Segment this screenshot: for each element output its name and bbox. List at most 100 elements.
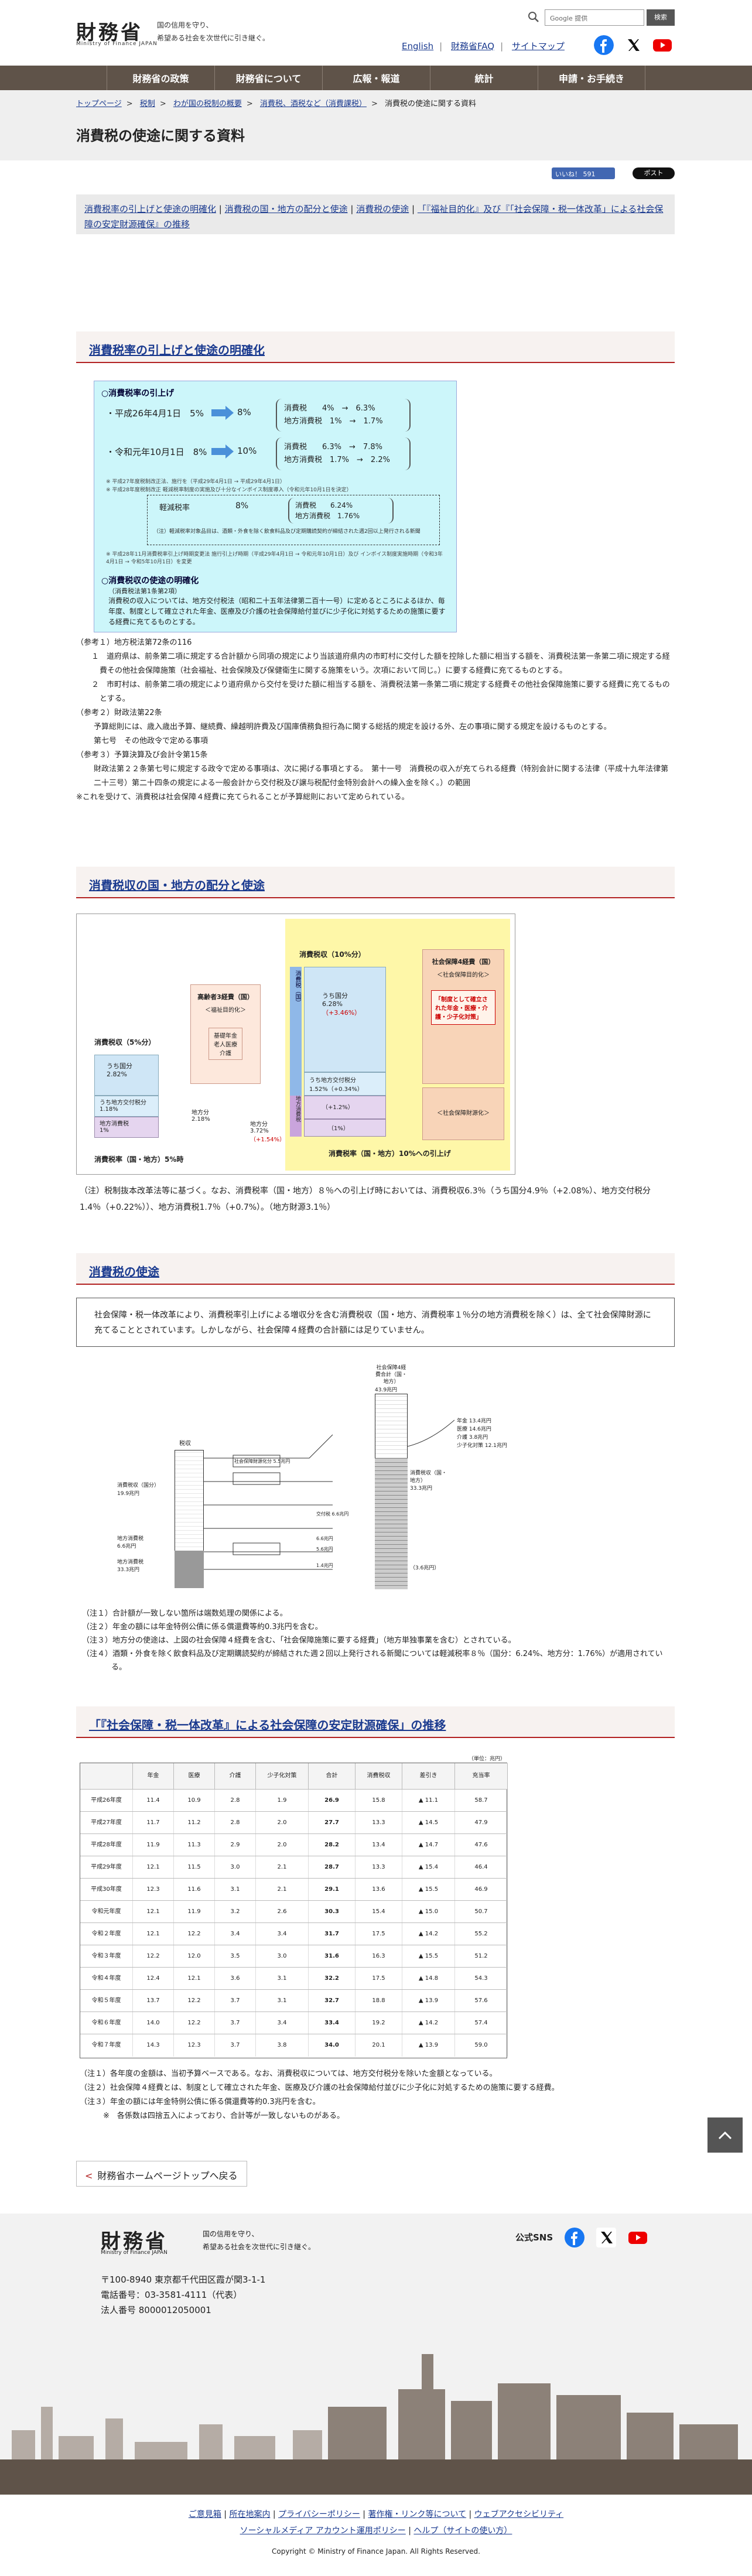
table-cell: 平成30年度	[80, 1879, 133, 1901]
table-cell: 12.1	[174, 1968, 215, 1990]
search-button[interactable]: 検索	[647, 9, 675, 26]
table-cell: 14.0	[133, 2012, 174, 2034]
table-cell: 33.4	[309, 2012, 356, 2034]
table-header-cell: 消費税収	[356, 1763, 402, 1789]
header-links: English| 財務省FAQ| サイトマップ	[402, 41, 565, 52]
footer-link[interactable]: ソーシャルメディア アカウント運用ポリシー	[240, 2526, 406, 2536]
table-cell: 18.8	[356, 1990, 402, 2012]
table-cell: 11.9	[174, 1901, 215, 1923]
table-cell: 3.0	[215, 1856, 256, 1879]
table-cell: 10.9	[174, 1790, 215, 1812]
sitemap-link[interactable]: サイトマップ	[511, 41, 565, 52]
section-heading-4: 「『社会保障・税一体改革』による社会保障の安定財源確保」の推移	[76, 1706, 675, 1738]
table-cell: 12.2	[174, 1990, 215, 2012]
table-cell: 34.0	[309, 2034, 356, 2057]
nav-policy[interactable]: 財務省の政策	[107, 66, 214, 90]
cityscape-illustration	[0, 2354, 752, 2495]
table-header-cell: 合計	[309, 1763, 356, 1789]
section4-notes: （注１）各年度の金額は、当初予算ベースである。なお、消費税収については、地方交付…	[80, 2069, 559, 2120]
facebook-icon[interactable]	[565, 2228, 584, 2247]
table-cell: 12.0	[174, 1945, 215, 1968]
aged-three-expenses: 高齢者3経費（国） ＜福祉目的化＞ 基礎年金 老人医療 介護	[190, 984, 261, 1084]
youtube-icon[interactable]	[628, 2228, 648, 2247]
section3-notes: （注１）合計額が一致しない箇所は端数処理の関係による。（注２）年金の額には年金特…	[82, 1609, 663, 1672]
table-cell: 3.8	[256, 2034, 309, 2057]
x-icon[interactable]	[596, 2228, 616, 2247]
section3-intro: 社会保障・税一体改革により、消費税率引上げによる増収分を含む消費税収（国・地方、…	[76, 1298, 675, 1347]
nav-pr[interactable]: 広報・報道	[322, 66, 430, 90]
breadcrumb-item[interactable]: トップページ	[76, 100, 122, 108]
usage-text: 消費税の収入については、地方交付税法（昭和二十五年法律第二百十一号）に定めるとこ…	[108, 597, 446, 626]
table-cell: 3.4	[215, 1923, 256, 1945]
table-cell: 2.0	[256, 1812, 309, 1834]
table-cell: 令和７年度	[80, 2034, 133, 2057]
toc-link[interactable]: 消費税率の引上げと使途の明確化	[84, 204, 217, 214]
search-icon	[528, 12, 539, 22]
home-link-button[interactable]: <財務省ホームページトップへ戻る	[76, 2161, 247, 2187]
facebook-like-button[interactable]: いいね！ 591	[552, 167, 615, 179]
x-post-button[interactable]: ポスト	[633, 167, 675, 179]
footer-link[interactable]: 著作権・リンク等について	[368, 2510, 467, 2519]
rate-row-label: ・令和元年10月1日 8%	[106, 447, 207, 457]
table-cell: 2.1	[256, 1879, 309, 1901]
footer-logo[interactable]: 財務省	[101, 2230, 168, 2253]
breadcrumb-item[interactable]: 税制	[139, 100, 155, 108]
table-cell: 57.6	[455, 1990, 508, 2012]
table-cell: 27.7	[309, 1812, 356, 1834]
breadcrumb-current: 消費税の使途に関する資料	[384, 100, 476, 108]
english-link[interactable]: English	[402, 41, 434, 52]
table-cell: ▲ 15.4	[402, 1856, 455, 1879]
table-cell: 平成29年度	[80, 1856, 133, 1879]
x-icon[interactable]	[623, 35, 643, 55]
table-cell: 55.2	[455, 1923, 508, 1945]
table-cell: 20.1	[356, 2034, 402, 2057]
copyright: Copyright © Ministry of Finance Japan. A…	[272, 2547, 480, 2556]
toc-link[interactable]: 消費税の使途	[356, 204, 409, 214]
table-cell: 平成28年度	[80, 1834, 133, 1856]
site-logo[interactable]: 財務省	[76, 21, 143, 45]
faq-link[interactable]: 財務省FAQ	[451, 41, 495, 52]
footer-link[interactable]: ヘルプ（サイトの使い方）	[413, 2526, 512, 2536]
footer-link[interactable]: ウェブアクセシビリティ	[474, 2510, 564, 2519]
table-cell: 11.6	[174, 1879, 215, 1901]
nav-about[interactable]: 財務省について	[214, 66, 322, 90]
table-cell: ▲ 14.7	[402, 1834, 455, 1856]
chevron-left-icon: <	[85, 2170, 93, 2181]
table-cell: 平成27年度	[80, 1812, 133, 1834]
nav-apply[interactable]: 申請・お手続き	[538, 66, 645, 90]
nav-stats[interactable]: 統計	[430, 66, 538, 90]
toc-link[interactable]: 消費税の国・地方の配分と使途	[224, 204, 348, 214]
table-cell: ▲ 15.5	[402, 1879, 455, 1901]
search-input[interactable]: Google 提供	[545, 9, 644, 26]
table-cell: 3.1	[256, 1990, 309, 2012]
table-cell: 2.0	[256, 1834, 309, 1856]
sns-label: 公式SNS	[515, 2232, 553, 2243]
table-cell: 13.4	[356, 1834, 402, 1856]
breadcrumb-item[interactable]: わが国の税制の概要	[173, 100, 242, 108]
table-cell: 46.4	[455, 1856, 508, 1879]
table-cell: 28.7	[309, 1856, 356, 1879]
table-cell: ▲ 14.5	[402, 1812, 455, 1834]
footer-link[interactable]: プライバシーポリシー	[278, 2510, 360, 2519]
footer-tagline: 国の信用を守り、希望ある社会を次世代に引き継ぐ。	[203, 2230, 316, 2251]
table-cell: ▲ 11.1	[402, 1790, 455, 1812]
table-cell: 令和５年度	[80, 1990, 133, 2012]
table-cell: 3.7	[215, 2012, 256, 2034]
youtube-icon[interactable]	[652, 35, 672, 55]
facebook-icon[interactable]	[594, 35, 614, 55]
footer-link[interactable]: ご意見箱	[188, 2510, 221, 2519]
table-cell: 11.3	[174, 1834, 215, 1856]
table-cell: 3.7	[215, 2034, 256, 2057]
footer-link[interactable]: 所在地案内	[229, 2510, 271, 2519]
table-cell: 50.7	[455, 1901, 508, 1923]
toc-link[interactable]: 「『福祉目的化』及び『「社会保障・税一体改革」による社会保障の安定財源確保』の推…	[84, 204, 664, 230]
page-top-button[interactable]	[707, 2117, 743, 2153]
breadcrumb-item[interactable]: 消費税、酒税など（消費課税）	[259, 100, 367, 108]
